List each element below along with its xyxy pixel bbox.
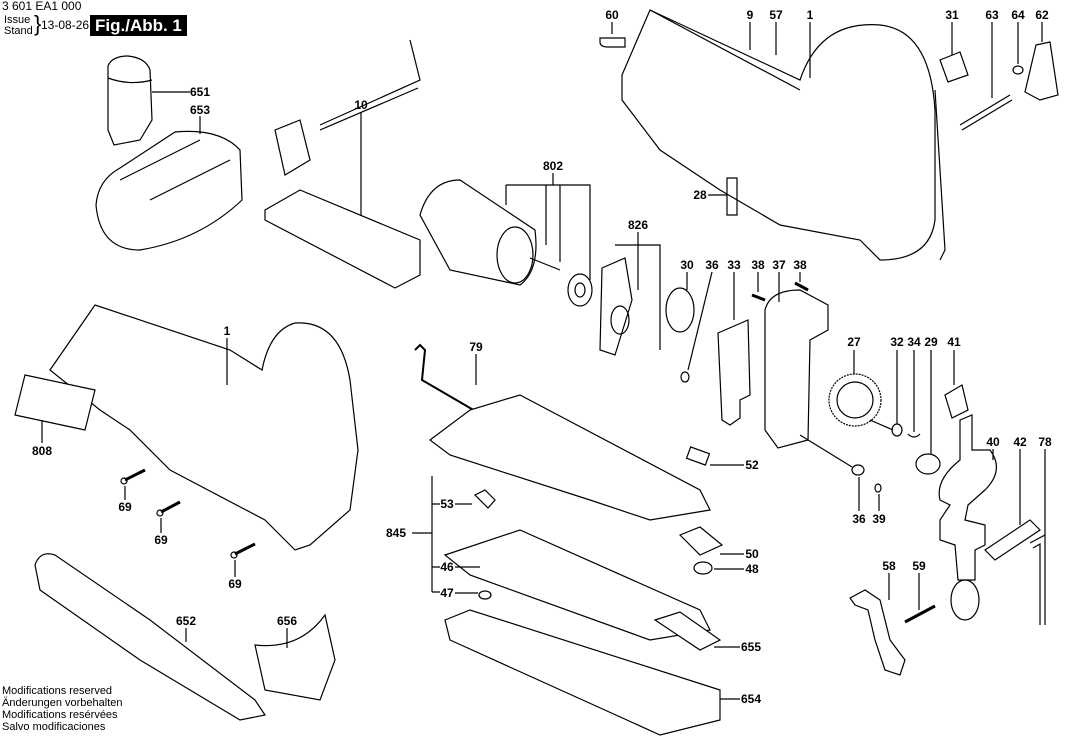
footer-line-es: Salvo modificaciones	[2, 721, 106, 733]
issue-label: Issue Stand	[4, 15, 33, 37]
part-label-46: 46	[440, 560, 454, 574]
part-label-38: 38	[751, 258, 765, 272]
part-label-10: 10	[354, 98, 368, 112]
part-label-802: 802	[542, 159, 564, 173]
bearing-bracket	[599, 232, 661, 356]
brace: }	[34, 11, 42, 36]
base-plate-assembly	[412, 394, 744, 736]
guide-plate	[717, 319, 751, 426]
part-label-30: 30	[680, 258, 694, 272]
part-label-62: 62	[1035, 8, 1049, 22]
part-label-29: 29	[924, 335, 938, 349]
part-label-69: 69	[118, 500, 132, 514]
issue-date: 13-08-26	[41, 18, 90, 32]
part-label-656: 656	[276, 614, 298, 628]
footer-line-de: Änderungen vorbehalten	[2, 697, 123, 709]
footer-line-fr: Modifications resérvées	[2, 709, 118, 721]
roller-holder	[849, 589, 906, 676]
part-label-27: 27	[847, 335, 861, 349]
screws	[120, 468, 256, 577]
clip	[599, 37, 626, 48]
part-label-651: 651	[189, 85, 211, 99]
part-label-53: 53	[440, 497, 454, 511]
part-label-79: 79	[469, 340, 483, 354]
part-label-69: 69	[154, 533, 168, 547]
part-label-808: 808	[31, 444, 53, 458]
washer	[665, 287, 695, 333]
part-label-653: 653	[189, 103, 211, 117]
part-label-33: 33	[727, 258, 741, 272]
part-label-57: 57	[769, 8, 783, 22]
part-label-28: 28	[693, 188, 707, 202]
modifications-notice: Modifications reserved Änderungen vorbeh…	[2, 685, 122, 733]
hex-key-small	[1029, 534, 1046, 625]
battery-pack	[107, 55, 190, 146]
part-label-826: 826	[627, 218, 649, 232]
charger	[95, 116, 243, 251]
extraction-adapter	[34, 553, 266, 721]
part-label-48: 48	[745, 562, 759, 576]
document-number: 3 601 EA1 000	[2, 0, 82, 13]
housing-half-left	[14, 304, 359, 551]
part-label-654: 654	[740, 692, 762, 706]
plunger-holder	[938, 414, 997, 621]
part-label-47: 47	[440, 586, 454, 600]
part-label-52: 52	[745, 458, 759, 472]
issue-label-en: Issue	[4, 14, 31, 26]
part-label-60: 60	[605, 8, 619, 22]
part-label-1: 1	[223, 324, 231, 338]
motor	[419, 173, 593, 307]
part-label-50: 50	[745, 547, 759, 561]
part-label-37: 37	[772, 258, 786, 272]
part-label-41: 41	[947, 335, 961, 349]
cover	[254, 613, 336, 701]
part-label-36: 36	[705, 258, 719, 272]
part-label-69: 69	[228, 577, 242, 591]
small-parts-top-right	[939, 22, 1059, 131]
part-label-63: 63	[985, 8, 999, 22]
part-label-31: 31	[945, 8, 959, 22]
footer-line-en: Modifications reserved	[2, 685, 113, 697]
hex-key	[414, 343, 526, 441]
housing-half-right	[621, 9, 946, 261]
part-label-40: 40	[986, 435, 1000, 449]
part-label-78: 78	[1038, 435, 1052, 449]
part-label-845: 845	[385, 526, 407, 540]
issue-label-de: Stand	[4, 25, 33, 37]
figure-label: Fig./Abb. 1	[90, 15, 187, 36]
part-label-655: 655	[740, 640, 762, 654]
lever	[984, 519, 1041, 561]
guide-block	[764, 289, 829, 449]
part-label-39: 39	[872, 512, 886, 526]
part-label-32: 32	[890, 335, 904, 349]
part-label-58: 58	[882, 559, 896, 573]
part-label-38: 38	[793, 258, 807, 272]
part-label-34: 34	[907, 335, 921, 349]
part-label-42: 42	[1013, 435, 1027, 449]
part-label-64: 64	[1011, 8, 1025, 22]
part-label-36: 36	[852, 512, 866, 526]
switch-module	[264, 39, 421, 289]
part-label-652: 652	[175, 614, 197, 628]
part-label-9: 9	[746, 8, 754, 22]
part-label-59: 59	[912, 559, 926, 573]
retaining-plate	[726, 177, 738, 216]
part-label-1: 1	[806, 8, 814, 22]
